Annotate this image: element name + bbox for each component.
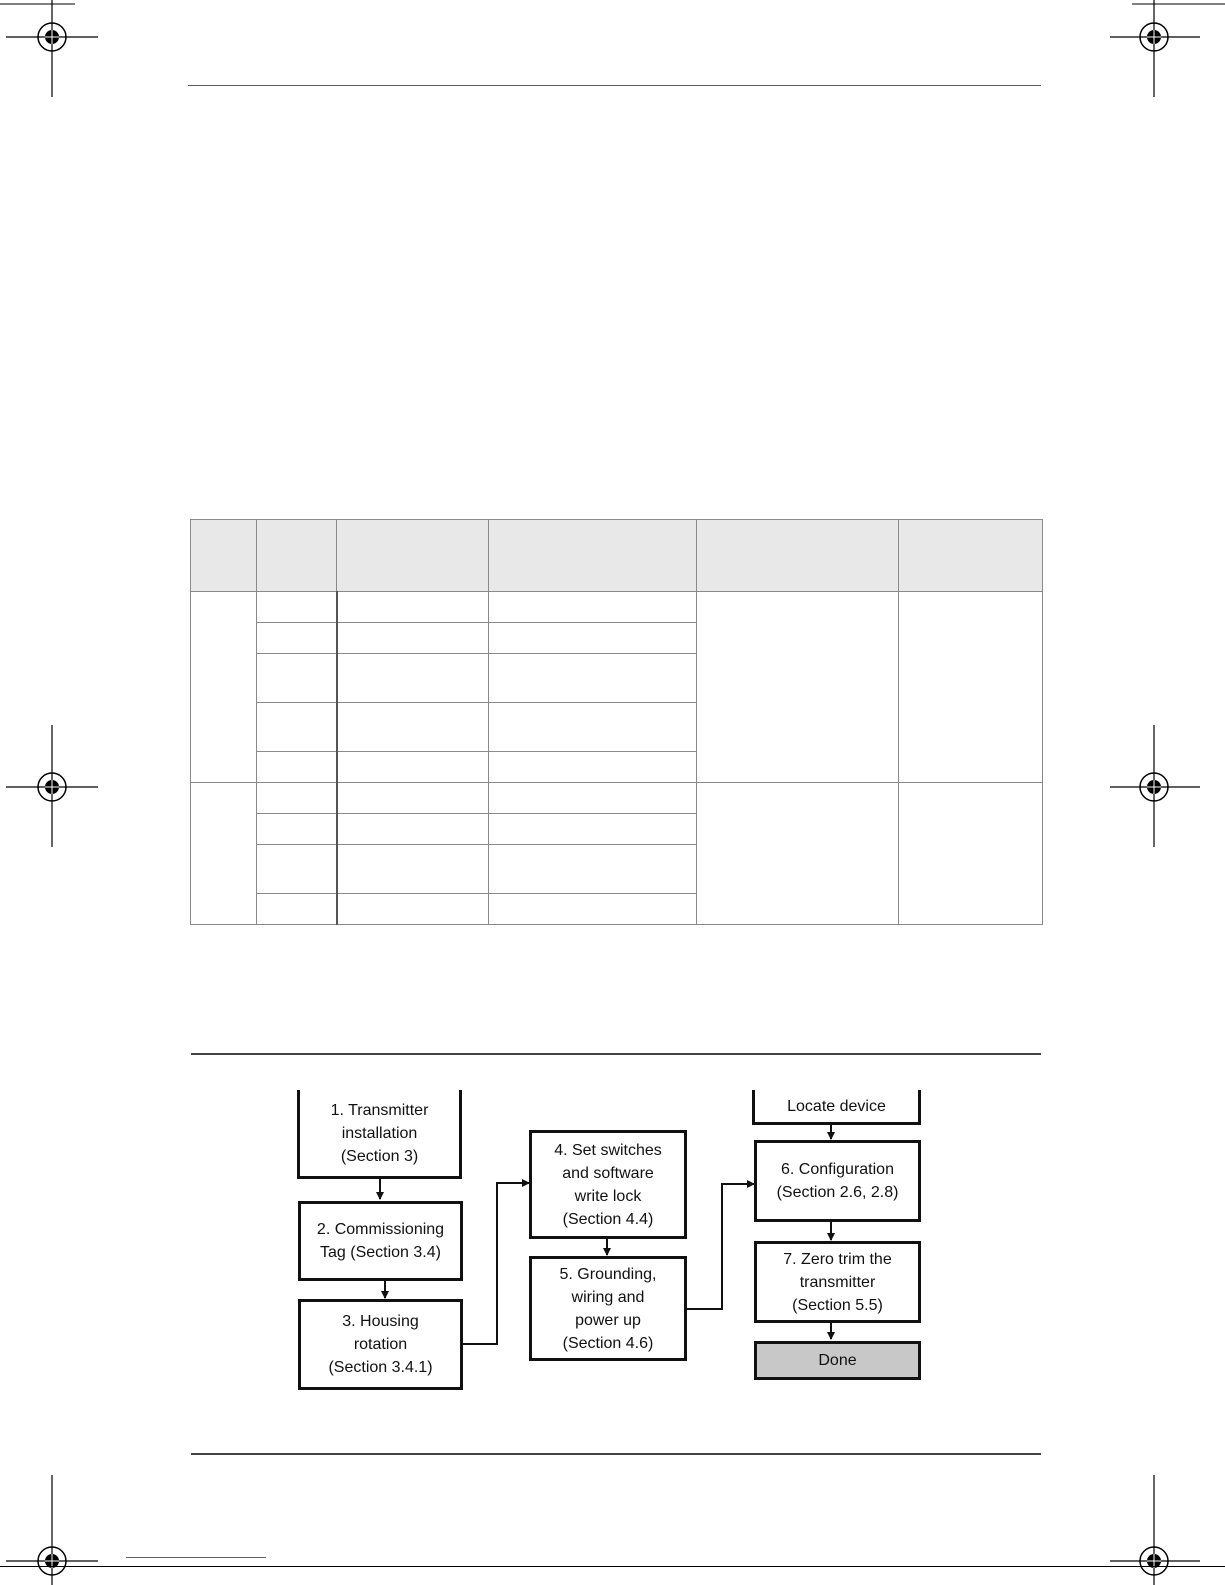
table-row [191,622,1043,654]
flow-step-locate-device: Locate device [752,1090,921,1125]
table-cell-group [190,591,257,783]
table-cell [488,782,697,814]
flow-step-housing-rotation: 3. Housing rotation (Section 3.4.1) [298,1299,463,1390]
table-header-cell [696,519,899,592]
table-header-cell [336,519,489,592]
header-rule [188,85,1041,86]
specification-table [190,519,1043,925]
table-row [191,702,1043,752]
table-cell [335,622,489,654]
arrow-3-to-4 [462,1179,530,1345]
flow-step-zero-trim: 7. Zero trim the transmitter (Section 5.… [754,1241,921,1323]
table-row [191,893,1043,925]
table-header-row [190,519,1043,592]
table-row [191,813,1043,845]
table-row [191,751,1043,783]
table-header-cell [898,519,1043,592]
table-header-cell [488,519,697,592]
table-row [190,591,1043,783]
table-cell-merged [898,782,1043,925]
table-cell [488,893,697,925]
table-cell [488,653,697,703]
flowchart-bottom-rule [191,1453,1041,1455]
table-row [190,782,1043,925]
table-cell [488,751,697,783]
registration-mark-mid-left [0,725,110,850]
flow-step-set-switches: 4. Set switches and software write lock … [529,1130,687,1239]
table-cell [256,813,337,845]
flowchart-top-rule [191,1053,1041,1055]
flow-step-grounding-wiring: 5. Grounding, wiring and power up (Secti… [529,1256,687,1361]
table-cell [488,702,697,752]
table-cell-merged [696,782,899,925]
table-cell [335,702,489,752]
flow-step-transmitter-installation: 1. Transmitter installation (Section 3) [297,1090,462,1179]
flow-step-done: Done [754,1341,921,1380]
flow-step-commissioning-tag: 2. Commissioning Tag (Section 3.4) [298,1201,463,1281]
table-cell [488,844,697,894]
registration-mark-top-left [0,0,110,100]
footer-link-underline [126,1557,266,1558]
registration-mark-top-right [1110,0,1225,100]
table-cell-merged [696,591,899,783]
table-cell-merged [898,591,1043,783]
table-cell [488,622,697,654]
registration-mark-mid-right [1110,725,1225,850]
crop-line-bottom [0,1566,1225,1567]
flow-step-configuration: 6. Configuration (Section 2.6, 2.8) [754,1140,921,1222]
table-cell [256,622,337,654]
table-row [191,844,1043,894]
table-header-cell [190,519,257,592]
table-cell [488,813,697,845]
table-cell [256,893,337,925]
table-cell [256,844,337,894]
table-cell [256,751,337,783]
table-cell [335,782,489,814]
arrow-5-to-6 [687,1180,755,1310]
table-cell [335,844,489,894]
table-header-cell [256,519,337,592]
